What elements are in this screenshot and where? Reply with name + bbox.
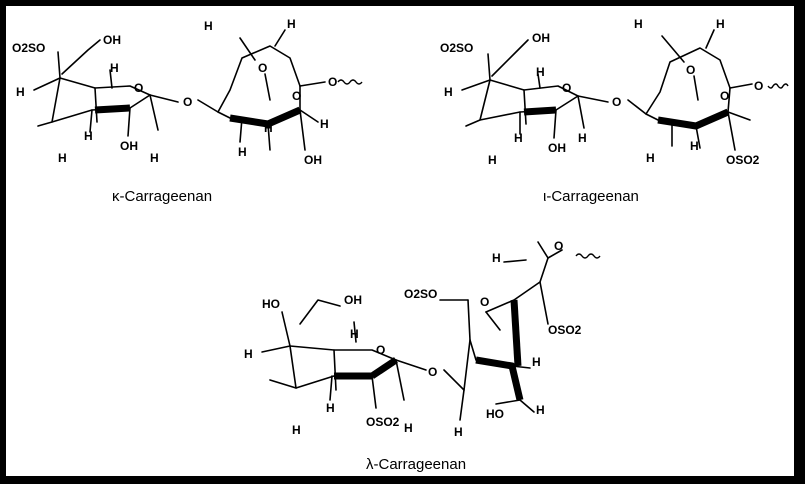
lambda-label: HO [486,407,504,421]
lambda-caption: λ-Carrageenan [366,456,466,473]
lambda-label: O2SO [404,287,437,301]
kappa-label: H [84,129,93,143]
lambda-label: OH [344,293,362,307]
kappa-carrageenan-structure: O2SO OH H H O H H OH H O H O H O O H H H… [12,17,363,205]
kappa-label: H [204,19,213,33]
kappa-label: OH [103,33,121,47]
kappa-label: O [258,61,267,75]
iota-label: O [754,79,763,93]
iota-label: O [562,81,571,95]
kappa-label: H [150,151,159,165]
iota-label: OH [548,141,566,155]
lambda-label: H [292,423,301,437]
lambda-label: H [326,401,335,415]
iota-carrageenan-structure: O2SO OH H H O H H OH H O H O H O O H H O… [440,17,789,205]
kappa-label: O [328,75,337,89]
kappa-label: OH [304,153,322,167]
lambda-label: H [454,425,463,439]
figure-frame [4,4,796,478]
kappa-label: H [238,145,247,159]
kappa-caption: κ-Carrageenan [112,188,212,205]
lambda-label: O [480,295,489,309]
iota-label: H [514,131,523,145]
lambda-label: O [554,239,563,253]
lambda-label: H [532,355,541,369]
lambda-label: H [404,421,413,435]
kappa-label: O [292,89,301,103]
lambda-label: H [350,327,359,341]
kappa-label: H [264,121,273,135]
lambda-label: HO [262,297,280,311]
kappa-label: H [110,61,119,75]
kappa-label: H [58,151,67,165]
kappa-label: O [134,81,143,95]
lambda-label: OSO2 [366,415,400,429]
kappa-o2so-label: O2SO [12,41,45,55]
iota-label: O [686,63,695,77]
svg-text:O2SO: O2SO [12,41,45,55]
iota-label: O2SO [440,41,473,55]
iota-label: H [536,65,545,79]
kappa-label: H [320,117,329,131]
iota-label: H [690,139,699,153]
iota-label: H [716,17,725,31]
iota-label: H [488,153,497,167]
iota-label: OSO2 [726,153,760,167]
kappa-label: O [183,95,192,109]
kappa-label: H [287,17,296,31]
lambda-carrageenan-structure: HO OH H H O H H OSO2 H O O2SO H O O OSO2… [244,239,601,473]
lambda-label: H [492,251,501,265]
iota-label: OH [532,31,550,45]
lambda-label: O [376,343,385,357]
iota-label: O [720,89,729,103]
kappa-label: OH [120,139,138,153]
iota-label: H [646,151,655,165]
iota-label: H [444,85,453,99]
kappa-label: H [16,85,25,99]
lambda-label: H [244,347,253,361]
lambda-label: OSO2 [548,323,582,337]
lambda-label: O [428,365,437,379]
iota-label: H [634,17,643,31]
lambda-label: H [536,403,545,417]
iota-label: H [578,131,587,145]
iota-label: O [612,95,621,109]
iota-caption: ι-Carrageenan [543,188,639,205]
